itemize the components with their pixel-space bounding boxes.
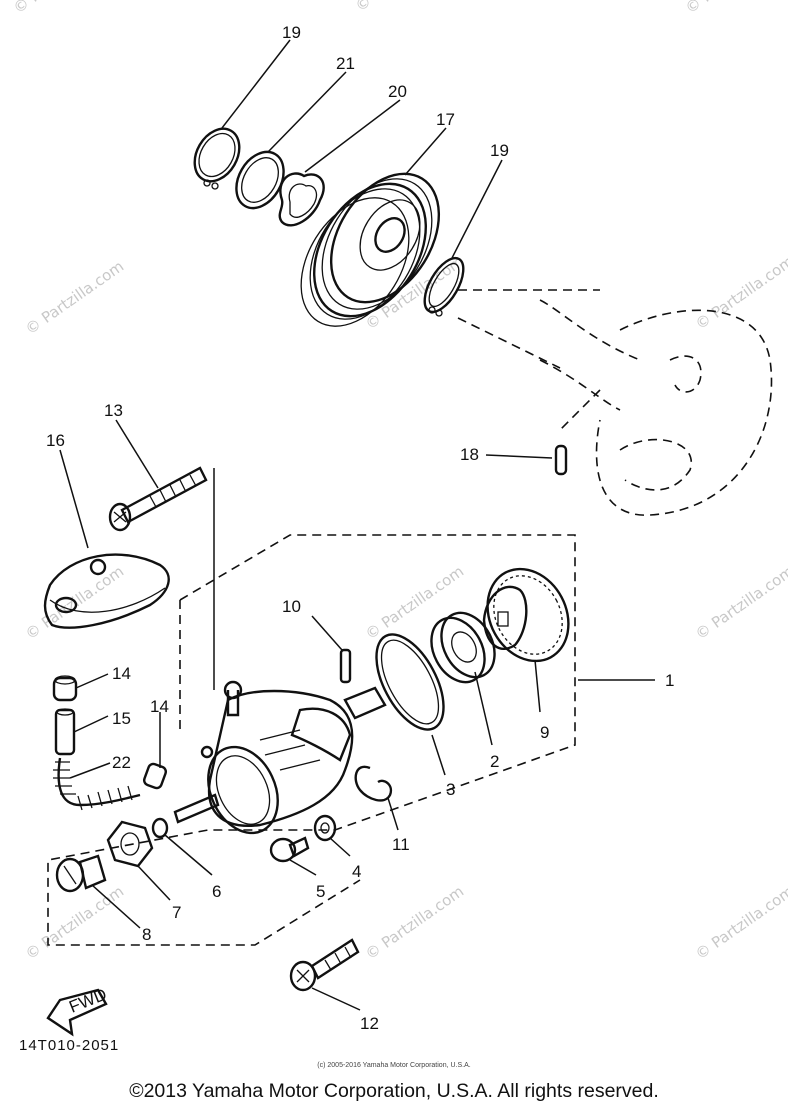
callout-9: 9 [540,723,549,742]
callout-10: 10 [282,597,301,616]
screw-8 [55,854,107,893]
gear-9 [482,567,570,663]
callout-4: 4 [352,862,361,881]
callout-20: 20 [388,82,407,101]
callout-6: 6 [212,882,221,901]
callout-15: 15 [112,709,131,728]
cover-16 [43,553,170,629]
leader-lines [59,39,655,1011]
cap-14-mid [142,762,168,790]
watermark: © Partzilla.com [22,257,127,338]
cap-14-top [52,675,78,702]
callout-3: 3 [446,780,455,799]
callout-22: 22 [112,753,131,772]
watermark: © Partzilla.com [352,0,457,15]
callout-8: 8 [142,925,151,944]
bolt-13 [108,466,215,690]
washer-4 [313,814,337,842]
callout-7: 7 [172,903,181,922]
callout-18: 18 [460,445,479,464]
nut-7 [106,820,154,868]
pin-10 [311,615,352,684]
pipe-15 [54,708,76,756]
callout-16: 16 [46,431,65,450]
callout-11: 11 [392,835,410,854]
callout-17: 17 [436,110,455,129]
copyright-notice: ©2013 Yamaha Motor Corporation, U.S.A. A… [129,1080,659,1102]
watermark: © Partzilla.com [10,0,115,17]
callout-13: 13 [104,401,123,420]
washer-6 [151,817,169,839]
callout-5: 5 [316,882,325,901]
circlip-19-left [193,127,241,190]
callout-19: 19 [490,141,509,160]
callout-21: 21 [336,54,355,73]
watermark: © Partzilla.com [692,562,788,643]
callout-14: 14 [150,697,169,716]
callout-1: 1 [665,671,674,690]
pump-assembly-boundary [47,534,576,946]
watermark: © Partzilla.com [362,882,467,963]
ring-21 [235,150,285,210]
callout-12: 12 [360,1014,379,1033]
watermark-layer: © Partzilla.com © Partzilla.com © Partzi… [10,0,788,963]
callout-2: 2 [490,752,499,771]
callout-14: 14 [112,664,131,683]
callouts: 19 21 20 17 19 18 13 16 10 1 14 15 14 22… [46,23,674,1033]
fwd-arrow: FWD [46,985,109,1037]
shaft-18-housing [457,289,773,516]
bearing-2 [430,611,496,684]
washer-20 [278,172,325,227]
callout-19: 19 [282,23,301,42]
figure-code: 14T010-2051 [19,1037,120,1054]
watermark: © Partzilla.com [692,882,788,963]
pump-body [173,680,387,835]
watermark: © Partzilla.com [22,882,127,963]
pulley-17 [300,172,441,327]
o-ring-3 [375,633,445,731]
circlip-19-right [423,256,465,317]
screw-5 [269,836,310,863]
watermark: © Partzilla.com [682,0,787,17]
copyright-small: (c) 2005-2016 Yamaha Motor Corporation, … [317,1062,471,1069]
circlip-11 [354,765,393,802]
bolt-12 [289,938,360,992]
spring-hose-22 [53,757,141,811]
watermark: © Partzilla.com [692,252,788,333]
watermark: © Partzilla.com [362,562,467,643]
